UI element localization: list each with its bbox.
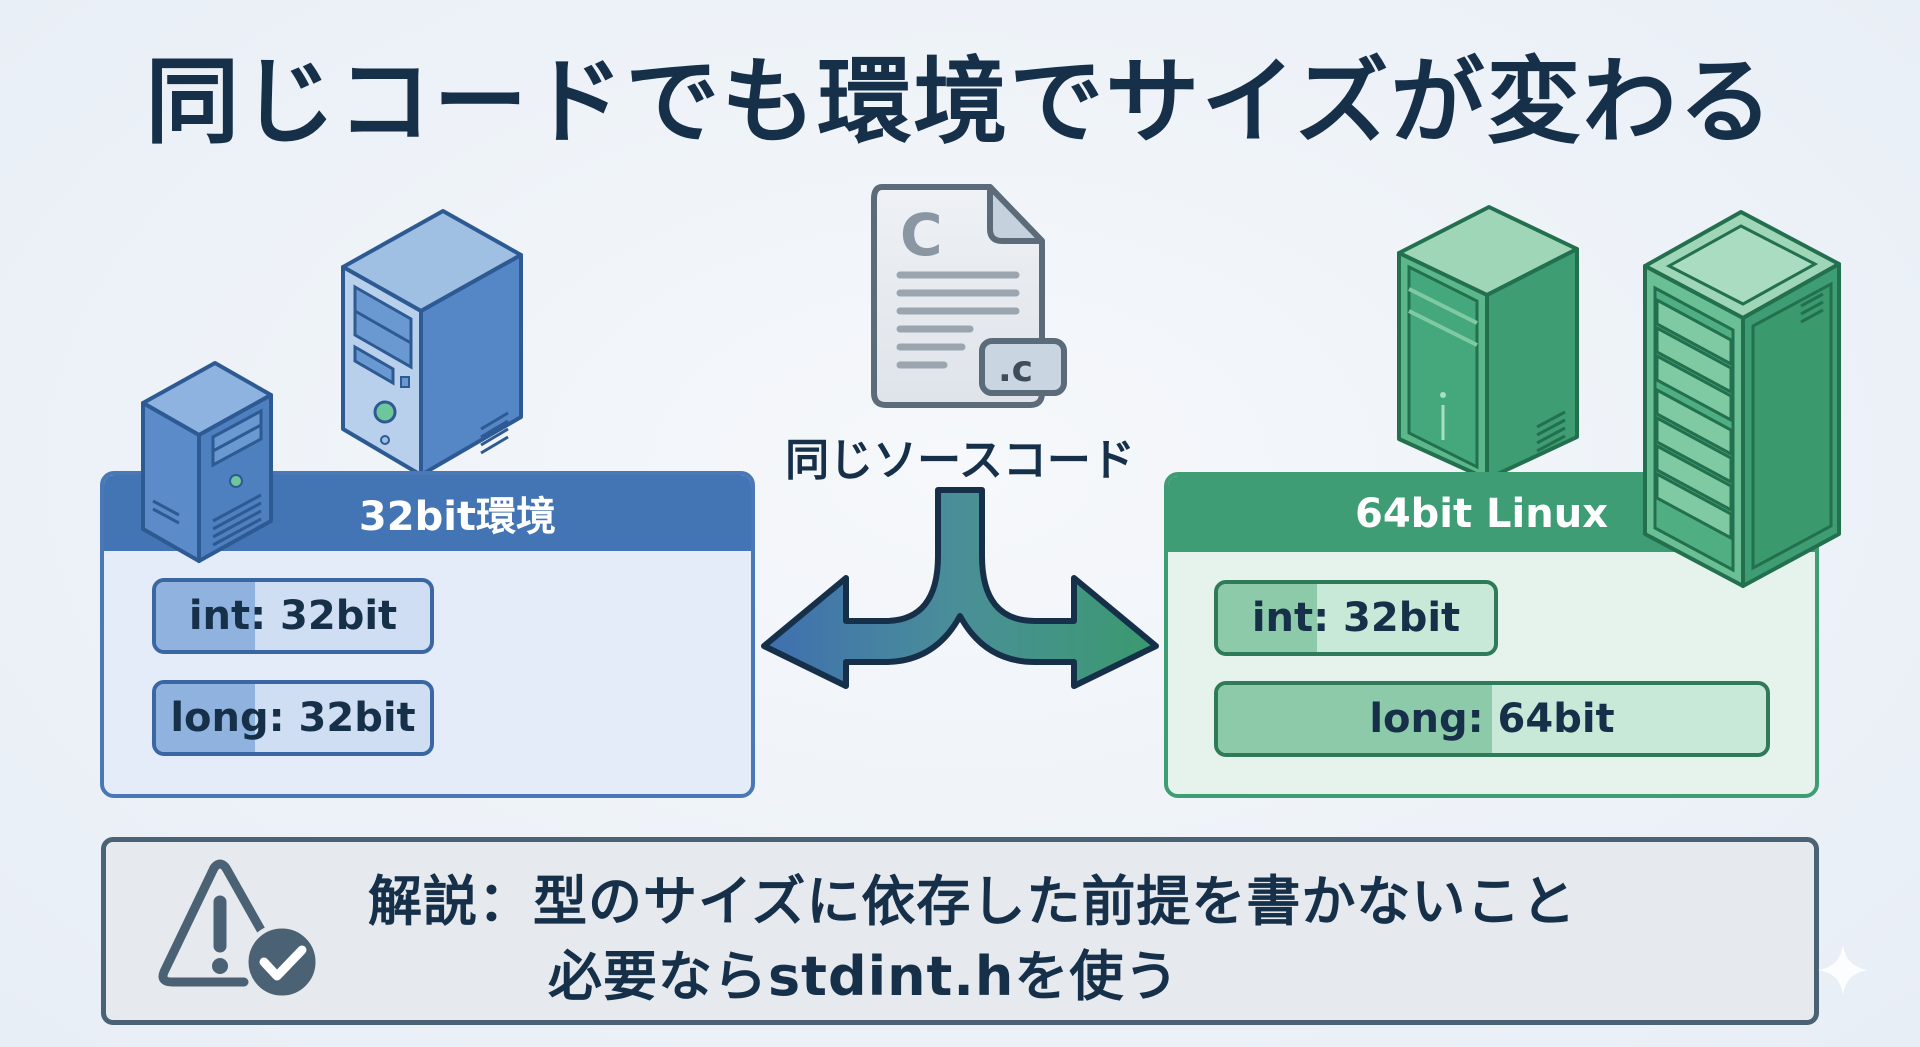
server-tower-icon-large [341, 209, 523, 477]
explanation-box [101, 837, 1819, 1025]
size-row-label: int: 32bit [188, 593, 398, 639]
server-rack-icon [1643, 210, 1841, 588]
size-row-label: int: 32bit [1251, 595, 1461, 641]
size-row-label: long: 64bit [1369, 696, 1615, 742]
size-bar-fill [1218, 584, 1318, 652]
server-tower-icon-green [1397, 205, 1579, 481]
size-row-label: long: 32bit [170, 695, 416, 741]
file-extension-label: .c [998, 349, 1033, 390]
size-bar-fill [1218, 685, 1492, 753]
size-bar-fill [156, 582, 255, 650]
sparkle-icon [1818, 945, 1868, 995]
source-code-label: 同じソースコード [785, 435, 1135, 486]
size-row-int: int: 32bit [152, 578, 434, 654]
c-source-file-icon: C .c [871, 184, 1067, 408]
split-arrow-icon [761, 487, 1159, 689]
size-row-long: long: 64bit [1214, 681, 1770, 757]
file-letter-c: C [900, 201, 943, 269]
size-row-int: int: 32bit [1214, 580, 1498, 656]
server-tower-icon-small [141, 361, 273, 563]
explanation-line-1: 解説：型のサイズに依存した前提を書かないこと [368, 870, 1577, 933]
size-row-long: long: 32bit [152, 680, 434, 756]
page-title: 同じコードでも環境でサイズが変わる [145, 48, 1775, 157]
warning-check-icon [158, 859, 321, 1001]
size-bar-fill [156, 684, 255, 752]
explanation-line-2: 必要ならstdint.hを使う [548, 945, 1180, 1008]
